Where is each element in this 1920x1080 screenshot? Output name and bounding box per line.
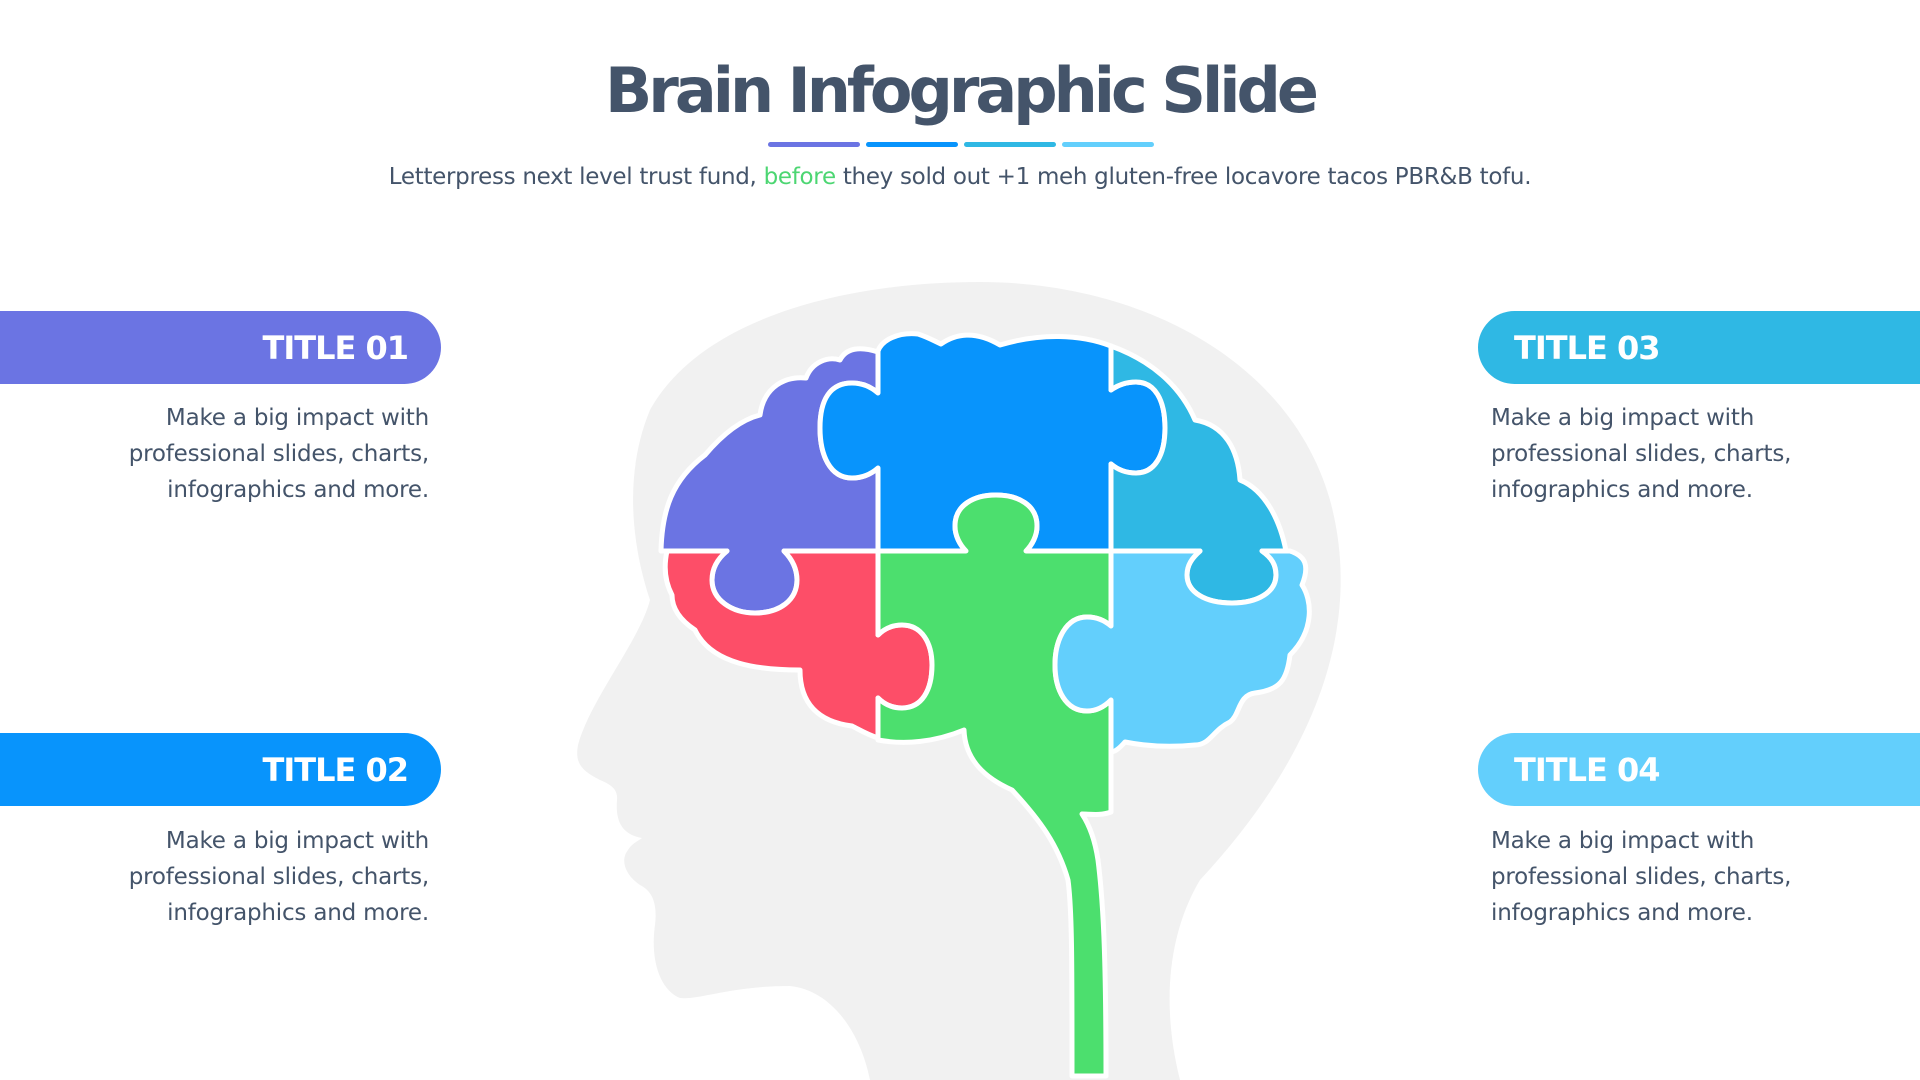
desc-line: Make a big impact with xyxy=(165,405,429,431)
title-03-banner: TITLE 03 xyxy=(1478,311,1920,384)
subtitle-text-before: Letterpress next level trust fund, xyxy=(388,164,764,190)
underline-bar-3 xyxy=(964,142,1056,147)
desc-line: Make a big impact with xyxy=(1491,828,1755,854)
desc-line: professional slides, charts, xyxy=(128,441,429,467)
title-01-banner: TITLE 01 xyxy=(0,311,441,384)
desc-line: infographics and more. xyxy=(167,477,429,503)
title-03-description: Make a big impact with professional slid… xyxy=(1491,400,1891,508)
underline-bar-4 xyxy=(1062,142,1154,147)
title-04-banner: TITLE 04 xyxy=(1478,733,1920,806)
slide-title: Brain Infographic Slide xyxy=(605,54,1319,127)
desc-line: infographics and more. xyxy=(1491,477,1753,503)
title-02-label: TITLE 02 xyxy=(262,750,409,789)
desc-line: Make a big impact with xyxy=(1491,405,1755,431)
title-01-label: TITLE 01 xyxy=(262,328,409,367)
underline-bar-1 xyxy=(768,142,860,147)
title-underline xyxy=(768,142,1154,147)
title-04-description: Make a big impact with professional slid… xyxy=(1491,823,1891,931)
desc-line: infographics and more. xyxy=(167,900,429,926)
desc-line: infographics and more. xyxy=(1491,900,1753,926)
underline-bar-2 xyxy=(866,142,958,147)
desc-line: professional slides, charts, xyxy=(128,864,429,890)
slide-subtitle: Letterpress next level trust fund, befor… xyxy=(0,164,1920,190)
title-02-banner: TITLE 02 xyxy=(0,733,441,806)
title-02-description: Make a big impact with professional slid… xyxy=(28,823,429,931)
subtitle-text-after: they sold out +1 meh gluten-free locavor… xyxy=(835,164,1532,190)
title-03-label: TITLE 03 xyxy=(1514,328,1660,367)
title-01-description: Make a big impact with professional slid… xyxy=(28,400,429,508)
subtitle-highlight: before xyxy=(763,164,837,190)
desc-line: professional slides, charts, xyxy=(1491,441,1792,467)
title-04-label: TITLE 04 xyxy=(1514,750,1660,789)
desc-line: Make a big impact with xyxy=(165,828,429,854)
brain-piece-light-blue xyxy=(1052,548,1312,755)
brain-piece-green xyxy=(875,492,1114,1079)
desc-line: professional slides, charts, xyxy=(1491,864,1792,890)
